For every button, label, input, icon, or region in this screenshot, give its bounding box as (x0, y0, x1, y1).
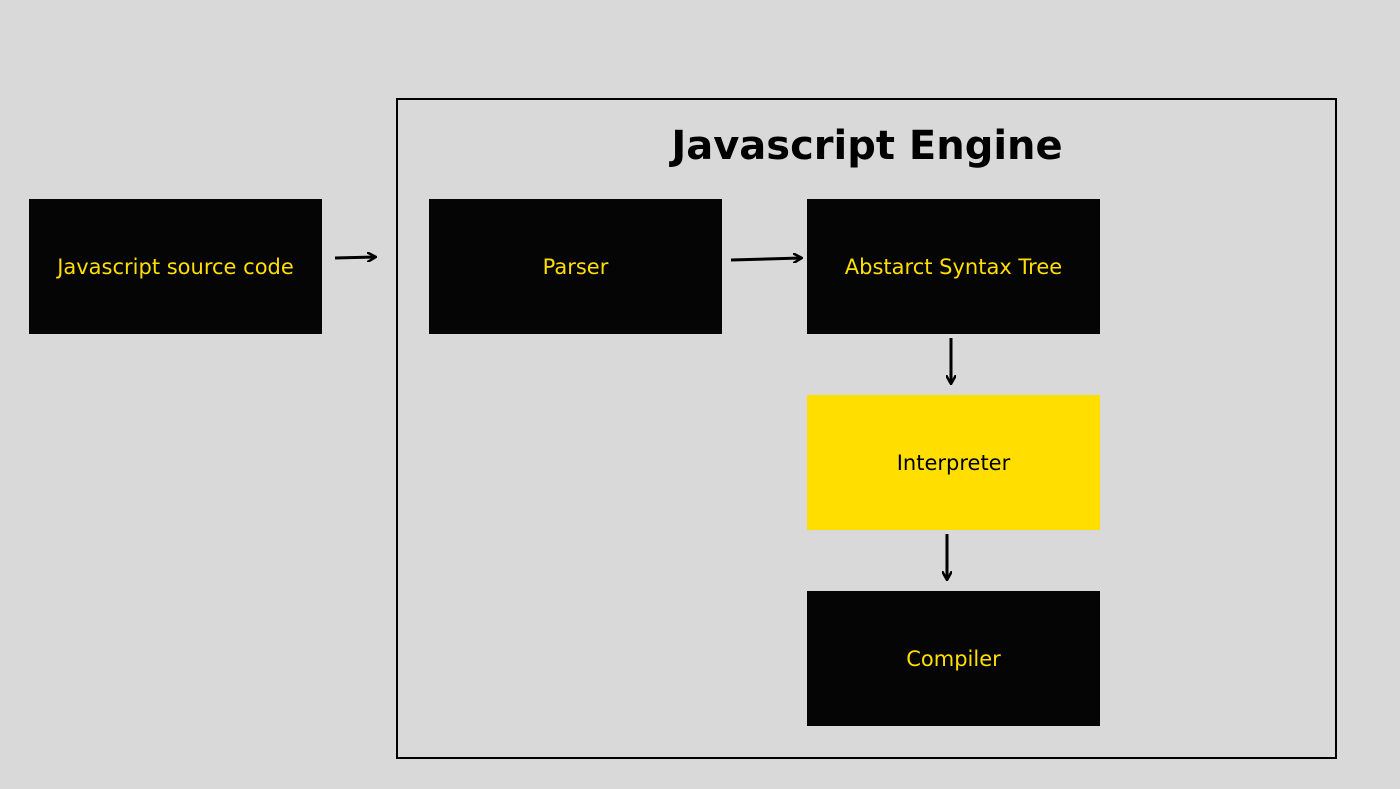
parser-label: Parser (542, 254, 609, 279)
abstract-syntax-tree-label: Abstarct Syntax Tree (844, 254, 1063, 279)
interpreter-box: Interpreter (807, 395, 1100, 530)
javascript-source-code-box: Javascript source code (29, 199, 322, 334)
interpreter-label: Interpreter (896, 450, 1011, 475)
compiler-box: Compiler (807, 591, 1100, 726)
javascript-engine-frame (396, 98, 1337, 759)
abstract-syntax-tree-box: Abstarct Syntax Tree (807, 199, 1100, 334)
compiler-label: Compiler (906, 646, 1001, 671)
parser-box: Parser (429, 199, 722, 334)
arrow-source-to-parser (334, 257, 375, 258)
javascript-engine-title: Javascript Engine (671, 123, 1063, 169)
javascript-source-code-label: Javascript source code (57, 254, 294, 279)
